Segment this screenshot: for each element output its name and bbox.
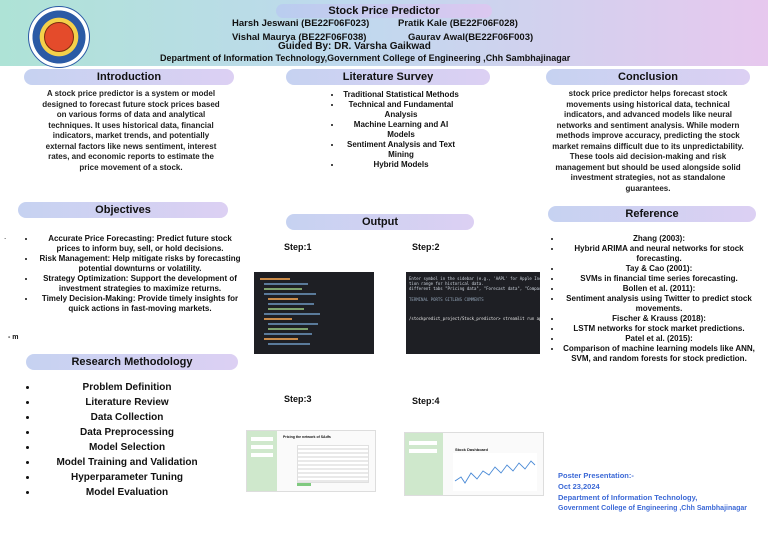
- author-4: Gaurav Awal(BE22F06F003): [408, 32, 534, 43]
- reference-heading: Reference: [548, 206, 756, 222]
- method-item: Model Evaluation: [38, 485, 216, 500]
- method-item: Data Preprocessing: [38, 425, 216, 440]
- step-3-label: Step:3: [284, 394, 312, 404]
- literature-item: Technical and Fundamental Analysis: [342, 100, 460, 120]
- terminal-line: Enter symbol in the sidebar (e.g., 'AAPL…: [409, 276, 540, 281]
- literature-item: Traditional Statistical Methods: [342, 90, 460, 100]
- literature-heading: Literature Survey: [286, 69, 490, 85]
- reference-item: SVMs in financial time series forecastin…: [562, 274, 756, 284]
- stray-mark: - m: [8, 334, 19, 341]
- method-item: Data Collection: [38, 410, 216, 425]
- dashboard-line-chart: [453, 453, 537, 491]
- method-item: Hyperparameter Tuning: [38, 470, 216, 485]
- method-item: Model Selection: [38, 440, 216, 455]
- author-2: Pratik Kale (BE22F06F028): [398, 18, 518, 29]
- reference-item: LSTM networks for stock market predictio…: [562, 324, 756, 334]
- reference-item: Patel et al. (2015):: [562, 334, 756, 344]
- reference-item: Zhang (2003):: [562, 234, 756, 244]
- author-1: Harsh Jeswani (BE22F06F023): [232, 18, 370, 29]
- objectives-heading: Objectives: [18, 202, 228, 218]
- introduction-text: A stock price predictor is a system or m…: [42, 89, 220, 172]
- poster-date: Oct 23,2024: [558, 482, 600, 491]
- poster-presentation-label: Poster Presentation:-: [558, 471, 634, 480]
- methodology-heading: Research Methodology: [26, 354, 238, 370]
- methodology-list: Problem Definition Literature Review Dat…: [30, 380, 216, 500]
- reference-item: Sentiment analysis using Twitter to pred…: [562, 294, 756, 314]
- step-1-screenshot: [254, 272, 374, 354]
- step-4-screenshot: Stock Dashboard: [404, 432, 544, 496]
- introduction-heading: Introduction: [24, 69, 234, 85]
- reference-list: Zhang (2003): Hybrid ARIMA and neural ne…: [550, 234, 756, 364]
- objective-item: Strategy Optimization: Support the devel…: [36, 274, 244, 294]
- conclusion-heading: Conclusion: [546, 69, 750, 85]
- logo-emblem-icon: [44, 22, 74, 52]
- reference-item: Fischer & Krauss (2018):: [562, 314, 756, 324]
- poster-college: Government College of Engineering ,Chh S…: [558, 505, 748, 512]
- dashboard-title: Stock Dashboard: [455, 447, 488, 452]
- step-2-label: Step:2: [412, 242, 440, 252]
- step-4-label: Step:4: [412, 396, 440, 406]
- method-item: Literature Review: [38, 395, 216, 410]
- output-heading: Output: [286, 214, 474, 230]
- table-title: Pricing the network of SAdfs: [283, 435, 331, 439]
- price-series-line: [454, 460, 536, 484]
- reference-item: Tay & Cao (2001):: [562, 264, 756, 274]
- literature-item: Hybrid Models: [342, 160, 460, 170]
- method-item: Model Training and Validation: [38, 455, 216, 470]
- reference-item: Comparison of machine learning models li…: [562, 344, 756, 364]
- literature-list: Traditional Statistical Methods Technica…: [328, 90, 460, 170]
- poster-title: Stock Price Predictor: [276, 4, 492, 18]
- conclusion-text: stock price predictor helps forecast sto…: [552, 89, 744, 193]
- department-line: Department of Information Technology,Gov…: [160, 53, 571, 63]
- objective-item: Risk Management: Help mitigate risks by …: [36, 254, 244, 274]
- guided-by: Guided By: DR. Varsha Gaikwad: [278, 41, 431, 52]
- author-3: Vishal Maurya (BE22F06F038): [232, 32, 367, 43]
- terminal-path: /stockpredict_project/Stock_predictor> s…: [409, 316, 540, 321]
- terminal-line: tion range for historical data.: [409, 281, 484, 286]
- step-1-label: Step:1: [284, 242, 312, 252]
- literature-item: Sentiment Analysis and Text Mining: [342, 140, 460, 160]
- poster-info: Poster Presentation:- Oct 23,2024 Depart…: [558, 470, 747, 514]
- objectives-list: Accurate Price Forecasting: Predict futu…: [22, 234, 244, 314]
- reference-item: Bollen et al. (2011):: [562, 284, 756, 294]
- literature-item: Machine Learning and AI Models: [342, 120, 460, 140]
- terminal-line: different tabs "Pricing data", "Forecast…: [409, 286, 540, 291]
- step-2-screenshot: Enter symbol in the sidebar (e.g., 'AAPL…: [406, 272, 540, 354]
- step-3-screenshot: Pricing the network of SAdfs: [246, 430, 376, 492]
- stray-dot: .: [4, 232, 7, 241]
- poster-department: Department of Information Technology,: [558, 493, 698, 502]
- method-item: Problem Definition: [38, 380, 216, 395]
- terminal-tabs: TERMINAL PORTS GITLENS COMMENTS: [409, 297, 484, 302]
- reference-item: Hybrid ARIMA and neural networks for sto…: [562, 244, 756, 264]
- objective-item: Accurate Price Forecasting: Predict futu…: [36, 234, 244, 254]
- objective-item: Timely Decision-Making: Provide timely i…: [36, 294, 244, 314]
